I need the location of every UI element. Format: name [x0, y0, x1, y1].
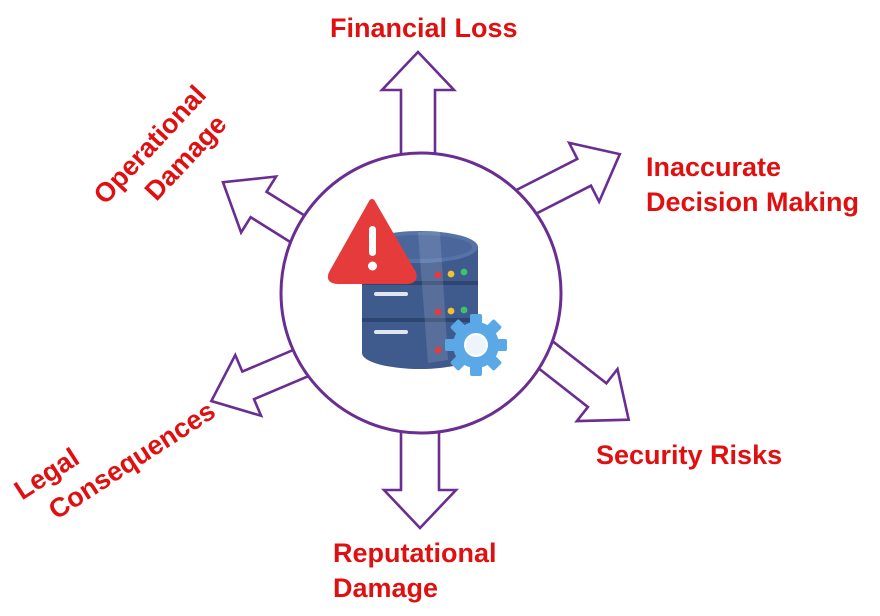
label-inaccurate-decision-making: Inaccurate Decision Making	[646, 150, 859, 220]
warning-icon	[327, 199, 417, 284]
label-financial-loss-line: Financial Loss	[330, 13, 518, 43]
arrows	[209, 50, 631, 530]
label-reputational-line-2: Damage	[333, 573, 439, 603]
arrow-operational-damage	[221, 174, 311, 246]
label-security-risks: Security Risks	[596, 438, 782, 473]
label-reputational-line-1: Reputational	[333, 538, 497, 568]
label-decision-line-2: Decision Making	[646, 187, 860, 217]
arrow-financial-loss	[378, 50, 458, 162]
arrow-reputational-damage	[380, 423, 460, 530]
label-security-line: Security Risks	[596, 440, 783, 470]
label-decision-line-1: Inaccurate	[646, 152, 782, 182]
gear-icon	[445, 314, 507, 376]
label-reputational-damage: Reputational Damage	[333, 536, 497, 606]
arrow-security-risks	[530, 338, 631, 423]
label-financial-loss: Financial Loss	[330, 11, 518, 46]
